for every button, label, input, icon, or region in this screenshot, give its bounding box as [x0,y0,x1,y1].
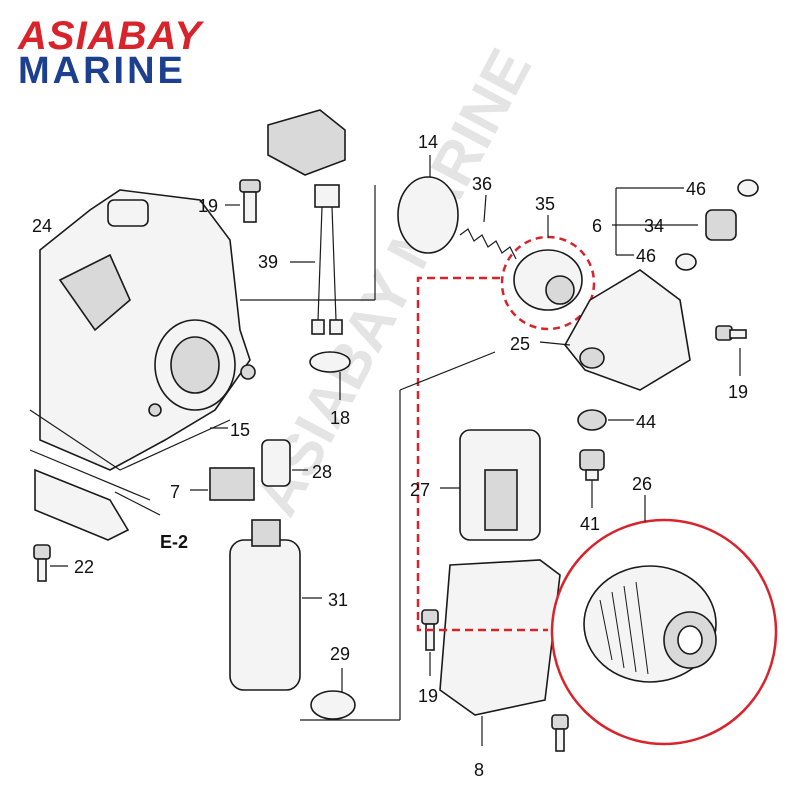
grommet-28 [261,439,291,487]
washer-18 [309,351,351,373]
callout-27: 27 [410,480,430,500]
engine-block [29,189,256,541]
callout-6: 6 [592,216,602,236]
bolt-19-bottom [421,609,439,651]
callout-41: 41 [580,514,600,534]
ring-29 [310,690,356,720]
callout-7: 7 [170,482,180,502]
callout-44: 44 [636,412,656,432]
callout-24: 24 [32,216,52,236]
callout-14: 14 [418,132,438,152]
callout-8: 8 [474,760,484,780]
callout-34: 34 [644,216,664,236]
filter-element-35 [500,235,596,331]
highlight-leader [416,276,548,632]
spring-36 [459,228,517,260]
callout-35: 35 [535,194,555,214]
callout-e2: E-2 [160,532,188,552]
washer-46-top [737,179,759,197]
filter-basket-27 [459,429,541,541]
connector-assembly [267,109,346,335]
callout-31: 31 [328,590,348,610]
bolt-bottom-right [551,714,569,752]
callout-15: 15 [230,420,250,440]
seal-44 [577,409,607,431]
callout-22: 22 [74,557,94,577]
bolt-19-right [715,325,747,341]
filter-case-8 [439,559,561,716]
brand-logo-marine: MARINE [18,50,186,92]
filter-cover-25 [564,269,691,391]
callout-19-bottom: 19 [418,686,438,706]
plug-41 [579,449,605,481]
magnified-filter-26 [550,518,778,746]
connector-7 [209,467,255,501]
callout-19-top: 19 [198,196,218,216]
callout-36: 36 [472,174,492,194]
brand-logo-asiabay: ASIABAY [18,14,203,58]
o-ring-14 [397,176,459,254]
callout-28: 28 [312,462,332,482]
callout-26: 26 [632,474,652,494]
callout-29: 29 [330,644,350,664]
callout-25: 25 [510,334,530,354]
callout-18: 18 [330,408,350,428]
callout-46-top: 46 [686,179,706,199]
bolt-19-top [239,179,261,223]
bolt-22 [33,544,51,582]
callouts: 24 19 14 36 35 46 6 34 46 39 25 19 18 15… [32,132,748,780]
callout-39: 39 [258,252,278,272]
callout-46-mid: 46 [636,246,656,266]
fuel-pump-31 [229,519,301,691]
callout-19-right: 19 [728,382,748,402]
leader-lines [50,155,741,746]
washer-46-mid [675,253,697,271]
fitting-34 [705,209,737,241]
